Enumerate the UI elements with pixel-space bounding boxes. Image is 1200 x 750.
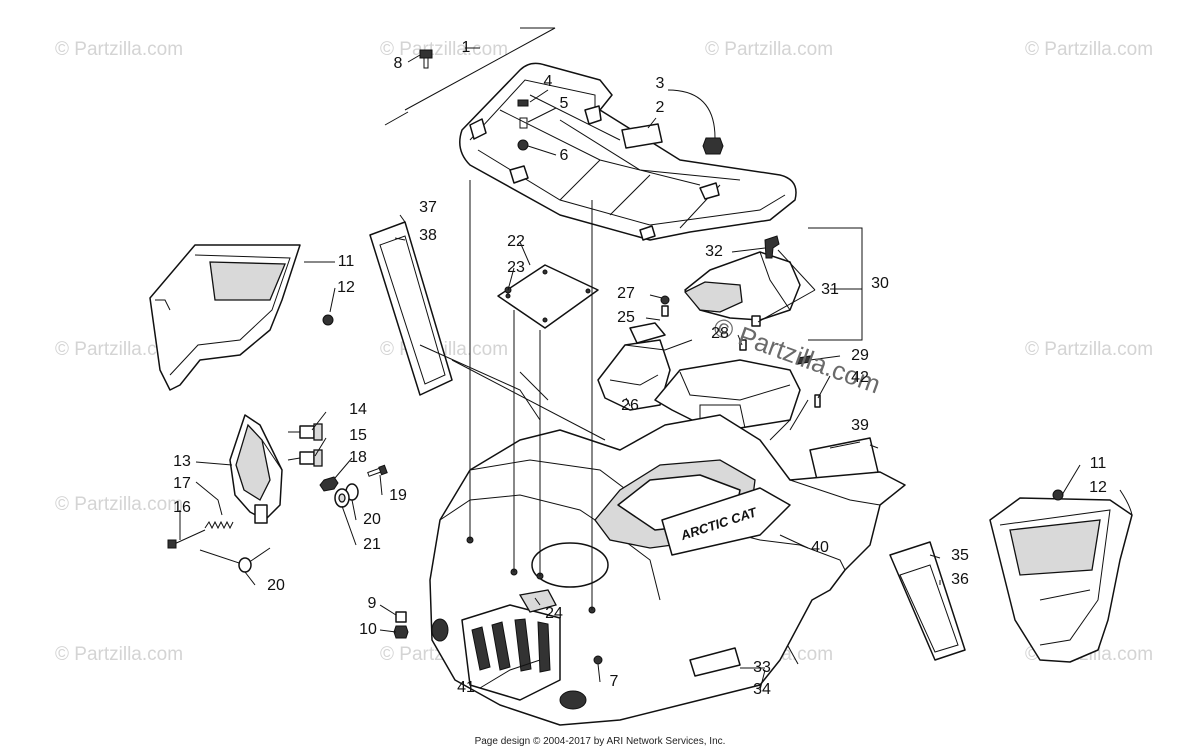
washer-20-lower — [238, 557, 252, 573]
callout-8: 8 — [394, 55, 403, 72]
rear-rack — [459, 62, 797, 241]
callout-40: 40 — [811, 539, 829, 556]
latch-31-bottom — [751, 315, 761, 327]
watermark: © Partzilla.com — [380, 39, 508, 60]
callout-1: 1 — [462, 39, 471, 56]
callout-26: 26 — [621, 397, 639, 414]
callout-11-right: 12 — [1089, 479, 1107, 496]
callout-10: 10 — [359, 621, 377, 638]
callout-35: 35 — [951, 547, 969, 564]
callout-9: 9 — [368, 595, 377, 612]
callout-16: 16 — [173, 499, 191, 516]
bolt-8 — [419, 49, 433, 69]
bulb-15 — [287, 449, 323, 467]
right-fender-panel — [989, 497, 1133, 663]
callout-17: 17 — [173, 475, 191, 492]
fasteners-4-5-6 — [517, 99, 529, 151]
grommet-12-right — [1052, 489, 1064, 501]
callout-12-right: 11 — [1090, 455, 1107, 472]
callout-37: 37 — [419, 199, 437, 216]
callout-13: 13 — [173, 453, 191, 470]
footer-copyright: Page design © 2004-2017 by ARI Network S… — [475, 736, 726, 747]
nut-3 — [702, 137, 724, 155]
callout-21: 21 — [363, 536, 381, 553]
decal-2 — [621, 123, 663, 149]
callout-31: 31 — [821, 281, 839, 298]
storage-lid-32 — [683, 251, 801, 321]
watermark: © Partzilla.com — [55, 644, 183, 665]
screw-19 — [367, 464, 388, 477]
callout-14: 14 — [349, 401, 367, 418]
callout-11-left: 11 — [338, 253, 355, 270]
leader-lines — [179, 47, 1133, 691]
watermark: © Partzilla.com — [55, 39, 183, 60]
latch-31-top — [764, 235, 780, 259]
callout-7: 7 — [610, 673, 619, 690]
callout-38: 38 — [419, 227, 437, 244]
screw-27 — [660, 295, 670, 305]
callout-19: 19 — [389, 487, 407, 504]
clip-9 — [395, 611, 407, 623]
decal-35-36 — [889, 541, 966, 661]
bulb-14 — [288, 423, 323, 441]
watermark: © Partzilla.com — [1025, 339, 1153, 360]
rivet-29 — [797, 355, 811, 365]
callout-5: 5 — [560, 95, 569, 112]
nut-10 — [393, 625, 409, 639]
front-body: ARCTIC CAT — [429, 414, 906, 726]
callout-20-lower: 20 — [267, 577, 285, 594]
callout-24: 24 — [545, 605, 563, 622]
watermark: © Partzilla.com — [1025, 39, 1153, 60]
callout-labels: 1 2 3 4 5 6 7 8 9 10 11 12 13 14 15 16 1… — [173, 39, 1107, 698]
callout-20-upper: 20 — [363, 511, 381, 528]
watermark: © Partzilla.com — [55, 339, 183, 360]
side-cover-26 — [597, 322, 693, 411]
callout-33: 33 — [753, 659, 771, 676]
assembly-lines — [419, 180, 809, 610]
callout-28: 28 — [711, 325, 729, 342]
grille-41 — [461, 604, 561, 701]
callout-25: 25 — [617, 309, 635, 326]
callout-23: 23 — [507, 259, 525, 276]
callout-3: 3 — [656, 75, 665, 92]
callout-29: 29 — [851, 347, 869, 364]
spring-17 — [204, 520, 234, 530]
adjuster-screw-16 — [167, 529, 206, 549]
watermark: © Partzilla.com — [55, 494, 183, 515]
headlight-assembly — [229, 414, 283, 524]
callout-41: 41 — [457, 679, 475, 696]
callout-32: 32 — [705, 243, 723, 260]
decal-37-38 — [369, 221, 453, 396]
brand-decal-40 — [661, 487, 791, 556]
access-panel-22 — [497, 264, 599, 329]
callout-4: 4 — [544, 73, 553, 90]
grommet-12-left — [322, 314, 334, 326]
watermark: © Partzilla.com — [705, 39, 833, 60]
callout-12-left: 12 — [337, 279, 355, 296]
callout-27: 27 — [617, 285, 635, 302]
callout-15: 15 — [349, 427, 367, 444]
callout-6: 6 — [560, 147, 569, 164]
callout-39: 39 — [851, 417, 869, 434]
screw-42 — [814, 394, 821, 408]
callout-18: 18 — [349, 449, 367, 466]
callout-2: 2 — [656, 99, 665, 116]
callout-30: 30 — [871, 275, 889, 292]
callout-36: 36 — [951, 571, 969, 588]
callout-34: 34 — [753, 681, 771, 698]
left-fender-panel — [149, 244, 301, 391]
nut-18 — [319, 476, 339, 492]
callout-42: 42 — [851, 369, 869, 386]
storage-bin — [654, 359, 801, 429]
callout-22: 22 — [507, 233, 525, 250]
